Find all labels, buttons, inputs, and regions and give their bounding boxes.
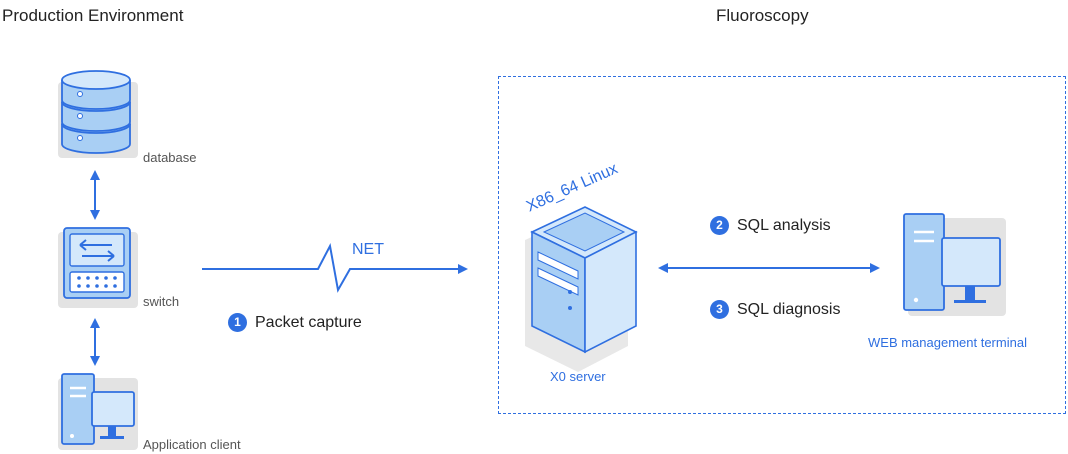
fluoroscopy-area [498,76,1066,414]
step-label: SQL diagnosis [737,300,841,318]
net-link-arrow [202,242,468,293]
server-icon [525,206,638,372]
fluoroscopy-heading: Fluoroscopy [716,6,809,25]
step-sql-diagnosis: 3 SQL diagnosis [710,300,840,319]
switch-label: switch [143,294,180,309]
application-client-icon [58,373,138,450]
production-environment-heading: Production Environment [2,6,184,25]
application-client-label: Application client [143,437,241,452]
step-number-badge: 3 [710,300,729,319]
step-label: Packet capture [255,313,362,331]
step-label: SQL analysis [737,216,831,234]
step-sql-analysis: 2 SQL analysis [710,216,831,235]
database-icon [58,70,138,158]
web-terminal-icon [903,213,1006,316]
database-label: database [143,150,197,165]
server-label: X0 server [550,369,606,384]
step-number-badge: 1 [228,313,247,332]
step-number-badge: 2 [710,216,729,235]
switch-icon [58,227,138,308]
net-label: NET [352,241,384,258]
step-packet-capture: 1 Packet capture [228,313,362,332]
web-terminal-label: WEB management terminal [868,335,1027,350]
